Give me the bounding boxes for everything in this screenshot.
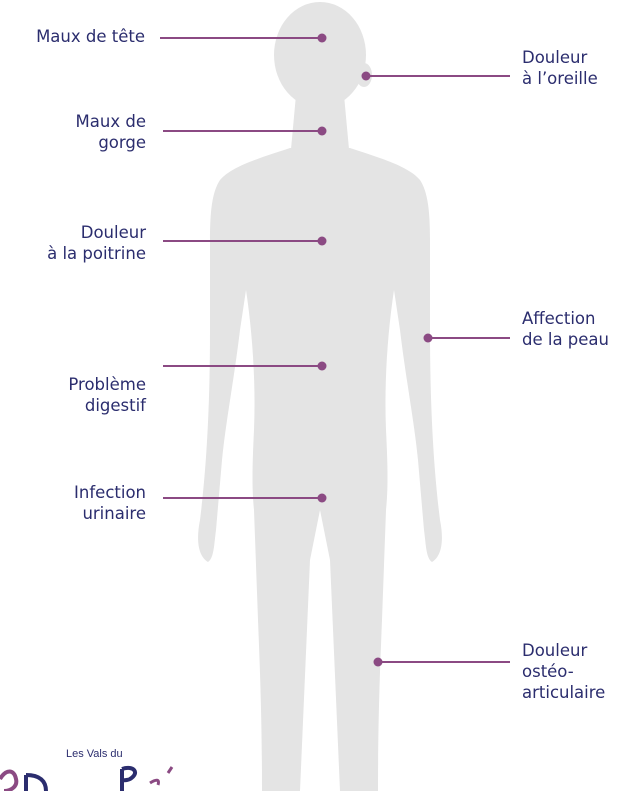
label-line: à l’oreille bbox=[522, 68, 598, 89]
label-line: Douleur bbox=[522, 640, 605, 661]
marker-dot-maux-de-tete bbox=[318, 34, 327, 43]
logo-letter-d bbox=[26, 775, 46, 791]
label-probleme-digestif: Problème digestif bbox=[68, 374, 146, 416]
stylized-letter-logo-icon bbox=[0, 767, 172, 791]
logo-letter-p bbox=[122, 768, 135, 791]
label-line: Problème bbox=[68, 374, 146, 395]
head-shape bbox=[274, 2, 366, 108]
label-infection-urinaire: Infection urinaire bbox=[74, 482, 146, 524]
marker-dot-infection-urinaire bbox=[318, 494, 327, 503]
label-line: urinaire bbox=[74, 503, 146, 524]
label-douleur-osteo: Douleur ostéo- articulaire bbox=[522, 640, 605, 703]
label-line: Infection bbox=[74, 482, 146, 503]
label-line: Affection bbox=[522, 308, 609, 329]
label-douleur-oreille: Douleur à l’oreille bbox=[522, 47, 598, 89]
human-silhouette bbox=[198, 2, 442, 791]
label-line: ostéo- bbox=[522, 661, 605, 682]
marker-dot-affection-peau bbox=[424, 334, 433, 343]
marker-dot-douleur-oreille bbox=[362, 72, 371, 81]
label-line: de la peau bbox=[522, 329, 609, 350]
marker-dot-maux-de-gorge bbox=[318, 127, 327, 136]
label-line: Douleur bbox=[522, 47, 598, 68]
label-line: digestif bbox=[68, 395, 146, 416]
label-line: articulaire bbox=[522, 682, 605, 703]
logo-small-text: Les Vals du bbox=[66, 748, 123, 760]
marker-dot-douleur-poitrine bbox=[318, 237, 327, 246]
marker-dot-probleme-digestif bbox=[318, 362, 327, 371]
label-maux-de-tete: Maux de tête bbox=[36, 26, 145, 47]
label-line: Douleur bbox=[47, 222, 146, 243]
label-maux-de-gorge: Maux de gorge bbox=[76, 111, 146, 153]
logo-flourish bbox=[150, 767, 172, 785]
logo-swirl bbox=[0, 772, 16, 791]
logo: Les Vals du bbox=[0, 735, 260, 791]
label-line: gorge bbox=[76, 132, 146, 153]
label-line: Maux de tête bbox=[36, 26, 145, 47]
label-douleur-poitrine: Douleur à la poitrine bbox=[47, 222, 146, 264]
label-affection-peau: Affection de la peau bbox=[522, 308, 609, 350]
label-line: à la poitrine bbox=[47, 243, 146, 264]
label-line: Maux de bbox=[76, 111, 146, 132]
marker-dot-douleur-osteo bbox=[374, 658, 383, 667]
